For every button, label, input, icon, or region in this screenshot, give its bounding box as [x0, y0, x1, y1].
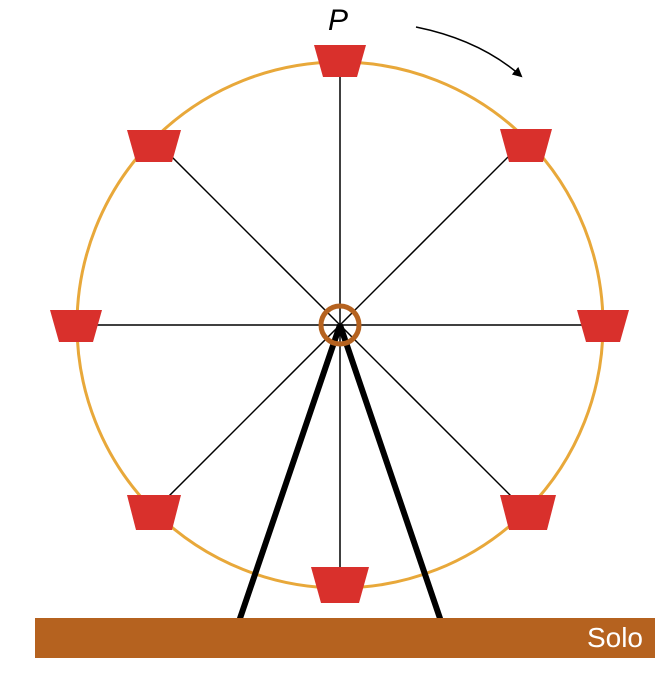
cabin-right: [577, 310, 629, 342]
ground-bar: Solo: [35, 618, 655, 658]
cabin-top: [314, 45, 366, 77]
hub: [318, 303, 362, 347]
cabin-top-right: [500, 129, 552, 162]
cabin-left: [50, 310, 102, 342]
rotation-arrow: [415, 26, 523, 78]
support-leg-right: [337, 324, 449, 637]
cabin-top-left: [127, 130, 181, 162]
support-legs: [231, 324, 449, 637]
cabins: [50, 45, 629, 603]
cabin-bottom-left: [127, 495, 181, 530]
ground-label: Solo: [586, 622, 643, 653]
point-label: P: [328, 4, 349, 37]
support-leg-left: [231, 324, 343, 637]
cabin-bottom-right: [500, 495, 556, 530]
cabin-bottom: [311, 567, 369, 603]
